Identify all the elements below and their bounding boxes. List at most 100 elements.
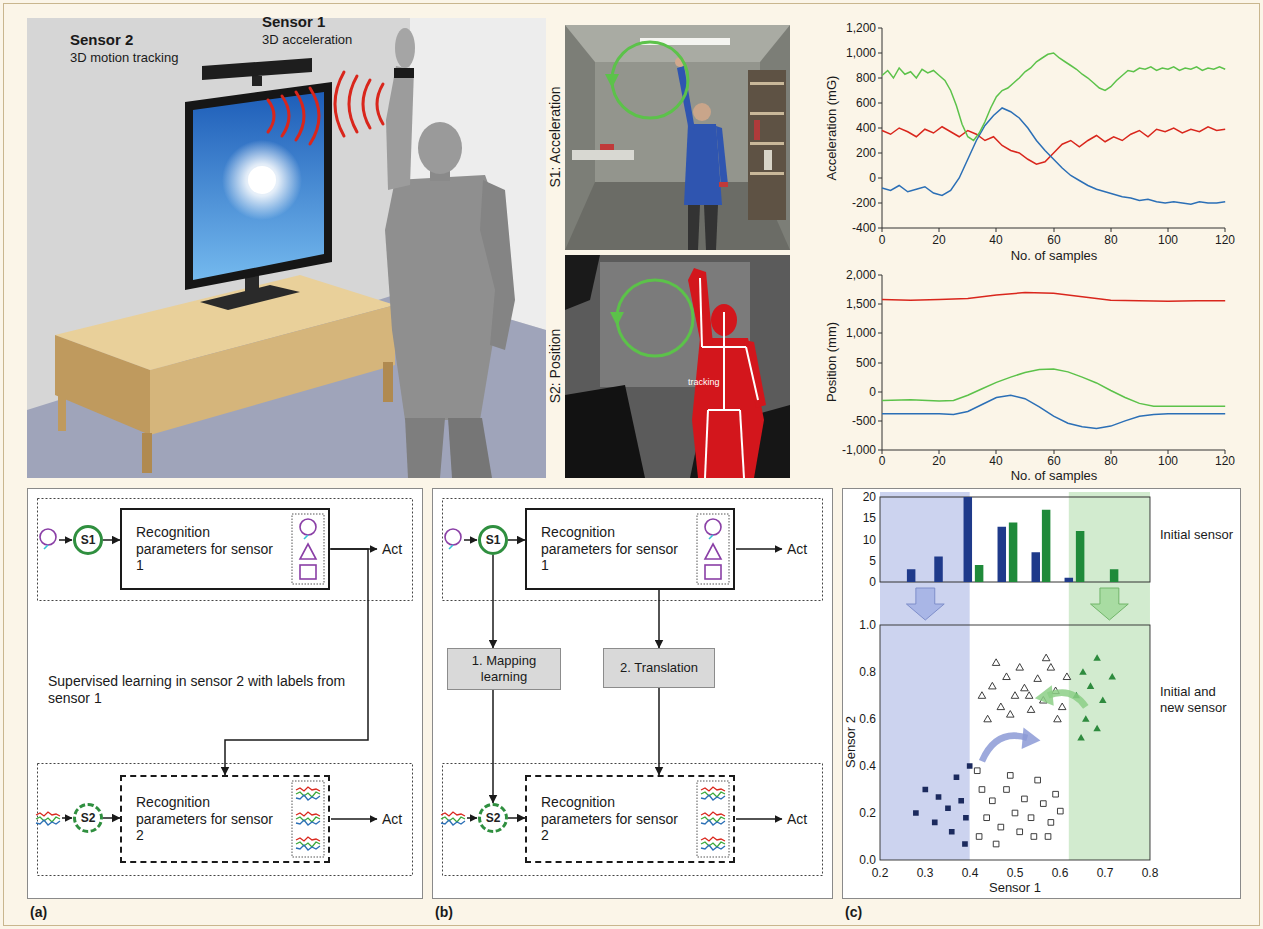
annotation-text: Supervised learning in sensor 2 with lab… xyxy=(48,673,348,707)
tick-label: 60 xyxy=(1047,454,1060,468)
acceleration-chart xyxy=(882,108,1225,204)
node-text-group: Recognition parameters for sensor 1 xyxy=(541,524,681,574)
node-text: S1 xyxy=(486,534,501,546)
scatter-plot xyxy=(880,625,1150,860)
living-room-illustration xyxy=(335,72,344,136)
living-room-illustration xyxy=(480,180,515,350)
sensor-name: Sensor 1 xyxy=(262,13,325,31)
flow-arrow xyxy=(658,688,660,775)
tick-label: -200 xyxy=(852,196,876,210)
acceleration-chart xyxy=(878,28,1225,232)
signal-arrow xyxy=(62,817,72,819)
histogram xyxy=(1065,578,1073,582)
scatter-plot xyxy=(880,625,1150,860)
sensor-group-frame xyxy=(443,499,823,601)
tick-label: 1,000 xyxy=(846,46,876,60)
tick-label: 100 xyxy=(1158,454,1178,468)
histogram xyxy=(880,497,1150,582)
depth-photo xyxy=(565,255,600,310)
signal-arrow xyxy=(59,539,72,541)
node-text-group: 1. Mapping learning xyxy=(454,653,554,684)
flow-arrow xyxy=(492,555,494,648)
position-chart xyxy=(882,275,1225,450)
acceleration-photo xyxy=(565,25,790,62)
node-text-group: S2 xyxy=(81,812,96,824)
tick-label: 0 xyxy=(869,385,876,399)
panel-frame xyxy=(433,489,833,899)
depth-photo xyxy=(744,340,766,408)
acceleration-chart xyxy=(882,53,1225,204)
histogram xyxy=(907,497,1073,582)
tick-label: 80 xyxy=(1104,233,1117,247)
tick-label: 0.7 xyxy=(1097,866,1114,880)
tick-label: 5 xyxy=(869,554,876,568)
histogram xyxy=(934,557,942,583)
gesture-glyph xyxy=(445,529,461,545)
depth-photo xyxy=(708,409,740,411)
sensor-circle: S2 xyxy=(478,803,508,833)
acceleration-photo xyxy=(572,150,634,160)
acceleration-photo xyxy=(716,126,728,187)
position-chart xyxy=(882,293,1225,302)
acceleration-photo xyxy=(565,25,790,250)
histogram xyxy=(907,569,915,582)
living-room-illustration xyxy=(405,418,445,478)
living-room-illustration xyxy=(268,100,274,132)
flow-arrow xyxy=(225,549,368,775)
tick-label: 0.6 xyxy=(1052,866,1069,880)
position-chart xyxy=(882,395,1225,428)
tick-label: 0.8 xyxy=(1142,866,1159,880)
living-room-illustration xyxy=(222,140,302,220)
scatter-plot xyxy=(978,654,1071,722)
acceleration-photo xyxy=(595,62,760,182)
annotation-text: Act xyxy=(382,811,402,828)
node-text: Recognition parameters for sensor 2 xyxy=(541,794,681,844)
signal-arrow xyxy=(331,818,377,820)
flow-arrow xyxy=(103,817,120,819)
scatter-plot xyxy=(1035,685,1054,706)
tick-label: 80 xyxy=(1104,454,1117,468)
sensor-group-frame xyxy=(38,499,823,876)
depth-photo xyxy=(565,255,790,478)
gesture-glyph xyxy=(292,781,324,857)
acceleration-photo xyxy=(750,82,784,85)
position-chart xyxy=(882,293,1225,429)
threshold-region xyxy=(880,492,1150,860)
sensor-name: Sensor 2 xyxy=(70,31,133,49)
gesture-glyph xyxy=(40,529,56,545)
living-room-illustration xyxy=(142,433,152,473)
tick-label: 200 xyxy=(856,146,876,160)
tick-label: 15 xyxy=(863,511,876,525)
panel-label: (a) xyxy=(30,904,47,921)
tick-label: 1,200 xyxy=(846,21,876,35)
gesture-glyph xyxy=(292,514,324,584)
acceleration-chart xyxy=(882,53,1225,141)
acceleration-chart xyxy=(882,228,1225,232)
acceleration-photo xyxy=(750,172,784,175)
living-room-illustration xyxy=(202,58,312,80)
flow-arrow xyxy=(508,817,525,819)
acceleration-photo xyxy=(600,144,614,150)
panel-label: (c) xyxy=(845,904,862,921)
node-text-group: S1 xyxy=(486,534,501,546)
depth-photo xyxy=(565,255,790,478)
panel-frame xyxy=(28,489,1241,899)
recognition-box: Recognition parameters for sensor 2 xyxy=(120,775,330,863)
node-text-group: Recognition parameters for sensor 2 xyxy=(541,794,681,844)
living-room-illustration xyxy=(386,66,414,190)
acceleration-photo xyxy=(612,42,688,118)
sensor-group-frame xyxy=(38,764,413,876)
tick-label: 0.6 xyxy=(859,712,876,726)
living-room-illustration xyxy=(185,82,332,290)
living-room-illustration xyxy=(150,305,395,435)
living-room-illustration xyxy=(377,84,383,124)
tick-label: -500 xyxy=(852,414,876,428)
axis-label: No. of samples xyxy=(1011,468,1098,484)
recognition-box: Recognition parameters for sensor 1 xyxy=(120,508,330,590)
tick-label: 0.2 xyxy=(859,806,876,820)
acceleration-chart xyxy=(878,28,882,228)
gesture-glyph xyxy=(441,812,465,825)
flow-arrow xyxy=(103,539,120,541)
